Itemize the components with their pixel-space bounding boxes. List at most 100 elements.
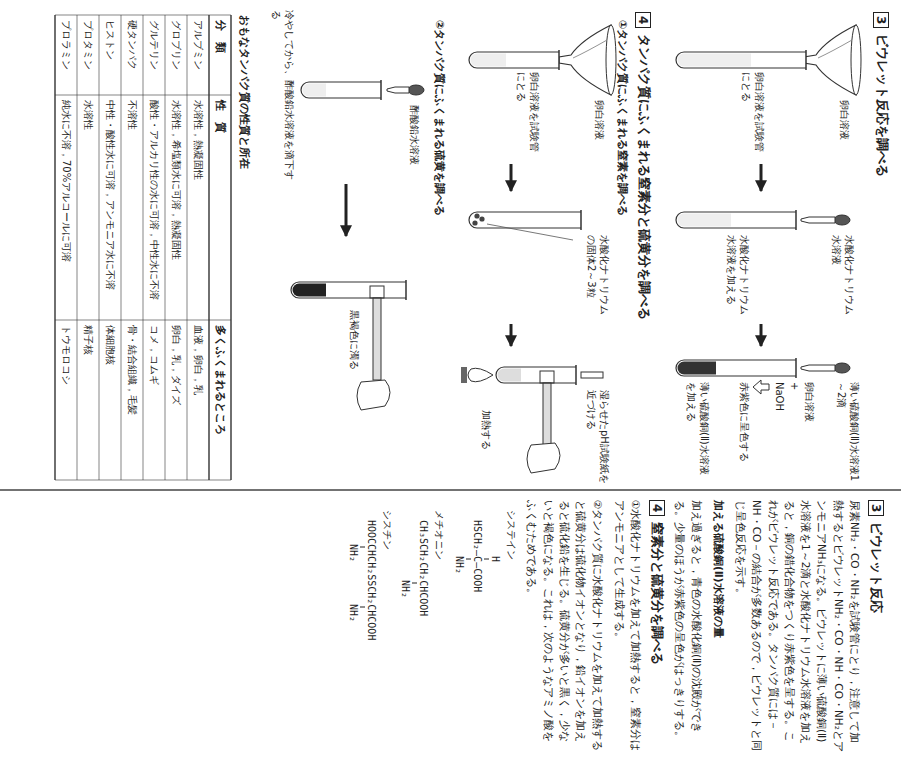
body-text: ②タンパク質に水酸化ナトリウムを加えて加熱すると硫黄分は硫化物イオンとなり，鉛イ… <box>524 500 605 752</box>
text-column: 3ビウレット反応尿素NH₂・CO・NH₂を試験管にとり，注意して加熱するとビウレ… <box>342 500 889 752</box>
test-tube <box>291 282 406 298</box>
test-tube <box>676 212 796 228</box>
step-caption: 薄い硫酸銅(Ⅱ)水溶液を加える <box>685 382 711 482</box>
step-caption: 水酸化ナトリウムの固体2～3粒 <box>585 235 611 320</box>
column-heading: 3ビウレット反応 <box>867 500 885 752</box>
funnel-rim <box>606 25 616 95</box>
note-heading: 加える硫酸銅(Ⅱ)水溶液の量 <box>711 500 727 752</box>
tube-lip <box>580 210 582 230</box>
table-rule <box>54 15 55 480</box>
table-cell: コメ，コムギ <box>148 325 161 385</box>
tube-lip <box>805 50 807 70</box>
step-panel: 黒褐色に濁る <box>266 240 426 440</box>
hand <box>357 380 390 410</box>
step-caption: 黒褐色に濁る <box>348 310 361 420</box>
cloth-fold <box>818 40 852 58</box>
table-header: 性 質 <box>213 100 227 133</box>
liquid <box>678 362 717 375</box>
step-arrow <box>760 324 763 346</box>
table-cell: 骨・結合組織，毛髪 <box>126 325 139 415</box>
table-header: 分 類 <box>213 20 227 53</box>
bond <box>484 559 489 560</box>
tube-holder <box>543 383 551 445</box>
table-rule <box>165 15 166 480</box>
table-title: おもなタンパク質の性質と所在 <box>237 15 251 169</box>
test-tube <box>469 52 559 68</box>
step-panel: 卵白溶液卵白溶液を試験管にとる <box>461 10 611 160</box>
step-arrow <box>510 164 513 191</box>
chemical-formula: NH₂ <box>347 604 360 622</box>
chemical-formula: HSCH₂—C—COOH <box>471 520 484 592</box>
table-rule <box>55 320 231 321</box>
step-caption: 加熱する <box>480 410 493 480</box>
leader-line <box>487 224 573 240</box>
table-rule <box>55 95 231 96</box>
tube-lip <box>575 365 577 385</box>
step-caption: 赤紫色に呈色する <box>738 382 751 482</box>
step-arrow <box>345 184 348 236</box>
chemical-formula: NH₂ <box>453 556 466 574</box>
table-cell: プロラミン <box>60 20 73 70</box>
table-rule <box>77 15 78 480</box>
liquid <box>678 54 752 67</box>
column-heading: 4窒素分と硫黄分を調べる <box>648 500 666 752</box>
burner <box>461 367 467 383</box>
table-cell: グロブリン <box>170 20 183 70</box>
dropper-bulb <box>834 363 850 373</box>
pellet <box>472 220 477 225</box>
step-caption: 冷やしてから、酢酸鉛水溶液を滴下する <box>270 10 296 180</box>
step-caption: 薄い硫酸銅(Ⅱ)水溶液1～2滴 <box>835 382 861 485</box>
formula-group: システインHHSCH₂—C—COOHNH₂メチオニンCH₃SCH₂CH₂CHCO… <box>342 500 518 752</box>
tube-lip <box>558 50 560 70</box>
table-rule <box>143 15 144 480</box>
step-caption: 卵白溶液 <box>803 382 816 482</box>
tube-lip <box>405 280 407 300</box>
step-panel: 水酸化ナトリウムの固体2～3粒 <box>461 195 611 320</box>
section-number: 3 <box>873 12 889 28</box>
table-cell: ヒストン <box>104 20 117 60</box>
step-panel: 湿らせたpH試験紙を近づける加熱する <box>461 350 611 485</box>
section-heading: タンパク質にふくまれる窒素分と硫黄分を調べる <box>635 34 652 320</box>
bond <box>360 607 365 608</box>
liquid <box>497 369 521 382</box>
amino-acid-name: メチオニン <box>433 510 446 560</box>
table-cell: 卵白，乳，ダイズ <box>170 325 183 405</box>
test-tube <box>301 82 381 98</box>
table-rule <box>121 15 122 480</box>
test-tube <box>469 212 581 228</box>
table-cell: 水溶性，希塩類水に可溶，熱凝固性 <box>170 100 183 260</box>
table-cell: 体細胞核 <box>104 325 117 365</box>
dropper-glass <box>801 365 835 371</box>
test-tube <box>676 360 796 376</box>
table-cell: 酸性・アルカリ性の水に可溶，中性水に不溶 <box>148 100 161 300</box>
table-cell: 中性・酸性水に可溶，アンモニア水に不溶 <box>104 100 117 290</box>
page-divider <box>0 489 901 491</box>
body-text: 尿素NH₂・CO・NH₂を試験管にとり，注意して加熱するとビウレットNH₂・CO… <box>733 500 863 752</box>
section-number: 3 <box>868 500 884 516</box>
dropper-glass <box>801 217 835 223</box>
table-cell: トウモロコシ <box>60 325 73 385</box>
table-rule <box>99 15 100 480</box>
table-cell: 血液，卵白，乳 <box>192 325 205 395</box>
step-panel: 水酸化ナトリウム水溶液水酸化ナトリウム水溶液を加える <box>666 195 861 320</box>
table-header: 多くふくまれるところ <box>213 325 227 435</box>
table-rule <box>55 480 231 481</box>
body-text: 加え過ぎると，青色の水酸化銅(Ⅱ)の沈殿ができる。少量のほうが赤紫色の呈色がはっ… <box>672 500 705 752</box>
bond <box>466 559 471 560</box>
step-caption: 酢酸鉛水溶液 <box>408 105 421 180</box>
holder-clip <box>370 286 384 298</box>
table-rule <box>55 15 231 16</box>
chemical-formula: NH₂ <box>347 544 360 562</box>
liquid <box>678 214 732 227</box>
step-panel: 薄い硫酸銅(Ⅱ)水溶液1～2滴卵白溶液+NaOH赤紫色に呈色する薄い硫酸銅(Ⅱ)… <box>666 350 861 485</box>
chemical-formula: HOOCCHCH₂SSCH₂CHCOOH <box>365 520 378 640</box>
amino-acid-name: システイン <box>505 510 518 560</box>
step-caption: 卵白溶液 <box>593 100 606 158</box>
dropper-bulb <box>408 85 424 95</box>
table-cell: プロタミン <box>82 20 95 70</box>
liquid <box>293 284 327 297</box>
filter-funnel <box>804 25 856 95</box>
step-caption: 卵白溶液 <box>838 100 851 158</box>
table-cell: 不溶性 <box>126 100 139 130</box>
amino-acid-name: シスチン <box>381 510 394 550</box>
